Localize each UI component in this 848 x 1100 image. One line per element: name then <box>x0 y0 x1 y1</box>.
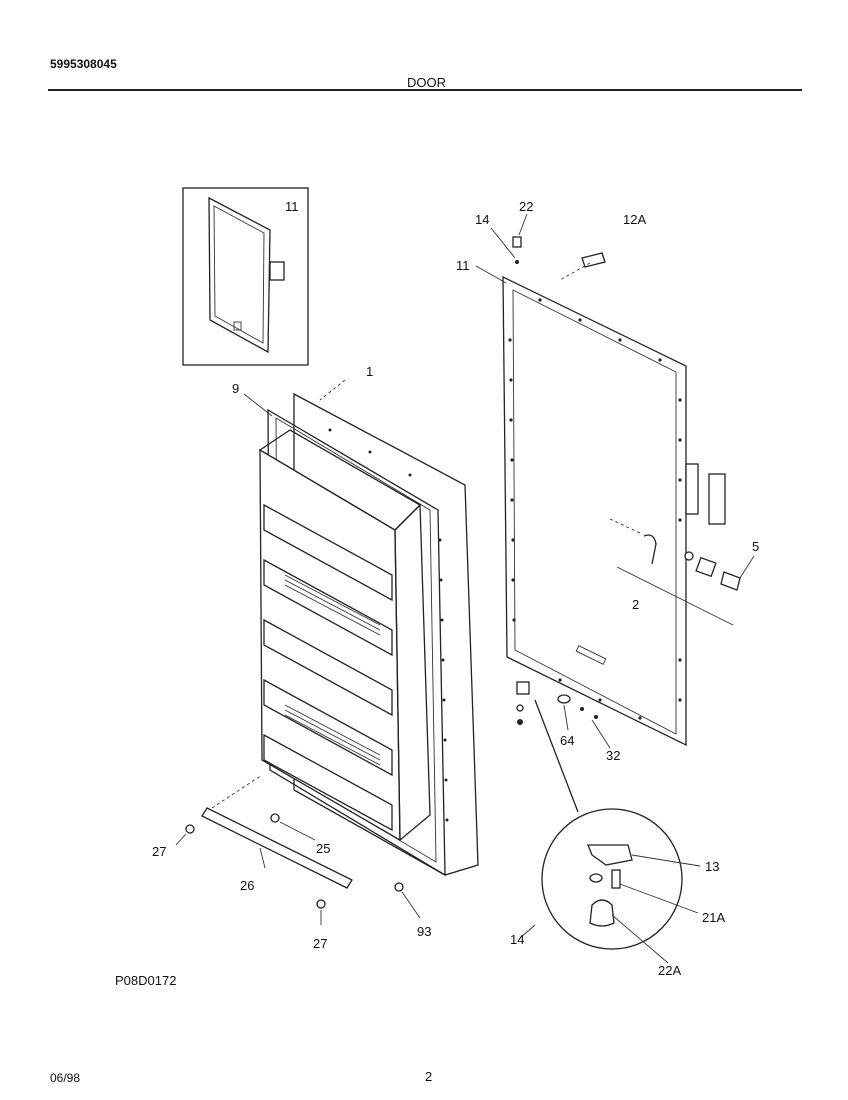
leader-13 <box>631 854 701 867</box>
leader-1 <box>319 379 346 401</box>
leader-14 <box>490 227 516 259</box>
leader-11 <box>475 265 507 284</box>
washer-14-detail <box>589 873 603 883</box>
callout-5: 5 <box>752 539 759 554</box>
pin-21A <box>611 869 621 889</box>
liner-body <box>259 448 401 842</box>
callout-11: 11 <box>456 258 470 273</box>
door-liner: 1 9 <box>232 364 479 877</box>
callout-11-inset: 11 <box>285 199 299 214</box>
leader-64 <box>563 704 569 731</box>
part-number: 5995308045 <box>50 57 117 71</box>
handle-bracket-b <box>708 473 726 525</box>
door-panel-inner <box>512 289 677 735</box>
callout-9: 9 <box>232 381 239 396</box>
leader-22 <box>518 213 528 236</box>
leader-5 <box>739 555 755 579</box>
detail-outline <box>541 808 683 950</box>
part-64 <box>557 694 571 704</box>
callout-25: 25 <box>316 841 330 856</box>
leader-93 <box>401 891 421 919</box>
liner-side <box>394 503 431 842</box>
hinge-pin-22 <box>512 236 522 248</box>
panel-slot <box>575 645 607 665</box>
handle-bracket-a <box>685 463 699 515</box>
callout-2: 2 <box>632 597 639 612</box>
callout-1: 1 <box>366 364 373 379</box>
bottom-pin <box>517 719 523 725</box>
footer-date: 06/98 <box>50 1071 81 1085</box>
header-rule <box>48 89 802 91</box>
handle-assembly: 5 <box>609 463 759 591</box>
callout-12A: 12A <box>623 212 646 227</box>
leader-22A <box>611 914 669 964</box>
callout-27-a: 27 <box>152 844 166 859</box>
bottom-trim-parts: 26 27 25 27 93 <box>152 774 431 951</box>
callout-14-top: 14 <box>475 212 489 227</box>
liner-fastener-dots <box>328 428 449 822</box>
callout-13: 13 <box>705 859 719 874</box>
part-32-b <box>594 715 598 719</box>
inset-gasket-inner <box>213 205 265 344</box>
top-hinge-parts: 14 22 12A <box>475 199 646 281</box>
shelf-4 <box>263 678 393 777</box>
trim-dash <box>211 774 263 809</box>
bottom-hinge-parts: 64 32 <box>516 681 620 813</box>
leader-26 <box>259 847 266 869</box>
leader-9 <box>243 393 273 417</box>
plug-12A <box>581 252 606 268</box>
leader-32 <box>591 719 611 749</box>
bushing-22A <box>589 899 615 927</box>
bracket-13 <box>587 844 633 866</box>
wire-rack-1 <box>284 574 381 636</box>
shelf-1 <box>263 503 393 602</box>
part-32-a <box>580 707 584 711</box>
washer <box>684 551 694 561</box>
wire-rack-2 <box>284 704 381 766</box>
bottom-hinge-bracket <box>516 681 530 695</box>
screw-25 <box>270 813 280 823</box>
door-panel-dots <box>508 298 682 720</box>
screw-93 <box>394 882 404 892</box>
callout-21A: 21A <box>702 910 725 925</box>
section-title: DOOR <box>407 75 446 90</box>
key <box>720 571 741 591</box>
leader-27a <box>175 833 187 846</box>
lock-cylinder <box>695 556 717 578</box>
trim-strip-26 <box>201 807 353 889</box>
inset-tab <box>233 321 242 331</box>
handle-clip <box>643 534 657 565</box>
callout-22: 22 <box>519 199 533 214</box>
bottom-washer <box>516 704 524 712</box>
shelf-3 <box>263 618 393 717</box>
detail-leader <box>534 699 579 813</box>
page-number: 2 <box>425 1069 433 1084</box>
shelf-5 <box>263 733 393 832</box>
leader-25 <box>279 821 316 841</box>
leader-21A <box>619 883 699 914</box>
callout-93: 93 <box>417 924 431 939</box>
drawing-code: P08D0172 <box>115 973 177 988</box>
inset-gasket-box: 11 <box>182 187 309 366</box>
inset-latch <box>269 261 285 281</box>
callout-14-detail: 14 <box>510 932 524 947</box>
door-panel-outer <box>502 275 687 747</box>
detail-circle: 13 21A 14 22A <box>510 808 725 978</box>
screw-27-b <box>316 899 326 909</box>
callout-32: 32 <box>606 748 620 763</box>
callout-22A: 22A <box>658 963 681 978</box>
leader-2 <box>616 566 734 626</box>
shelf-2 <box>263 558 393 657</box>
screw-leader <box>609 518 641 534</box>
callout-27-b: 27 <box>313 936 327 951</box>
leader-14-detail <box>519 924 536 939</box>
inset-gasket-outer <box>208 196 271 354</box>
screw-27-a <box>185 824 195 834</box>
callout-64: 64 <box>560 733 574 748</box>
callout-26: 26 <box>240 878 254 893</box>
inset-frame <box>182 187 309 366</box>
washer-14 <box>515 260 519 264</box>
outer-door-panel: 2 11 <box>456 258 734 747</box>
